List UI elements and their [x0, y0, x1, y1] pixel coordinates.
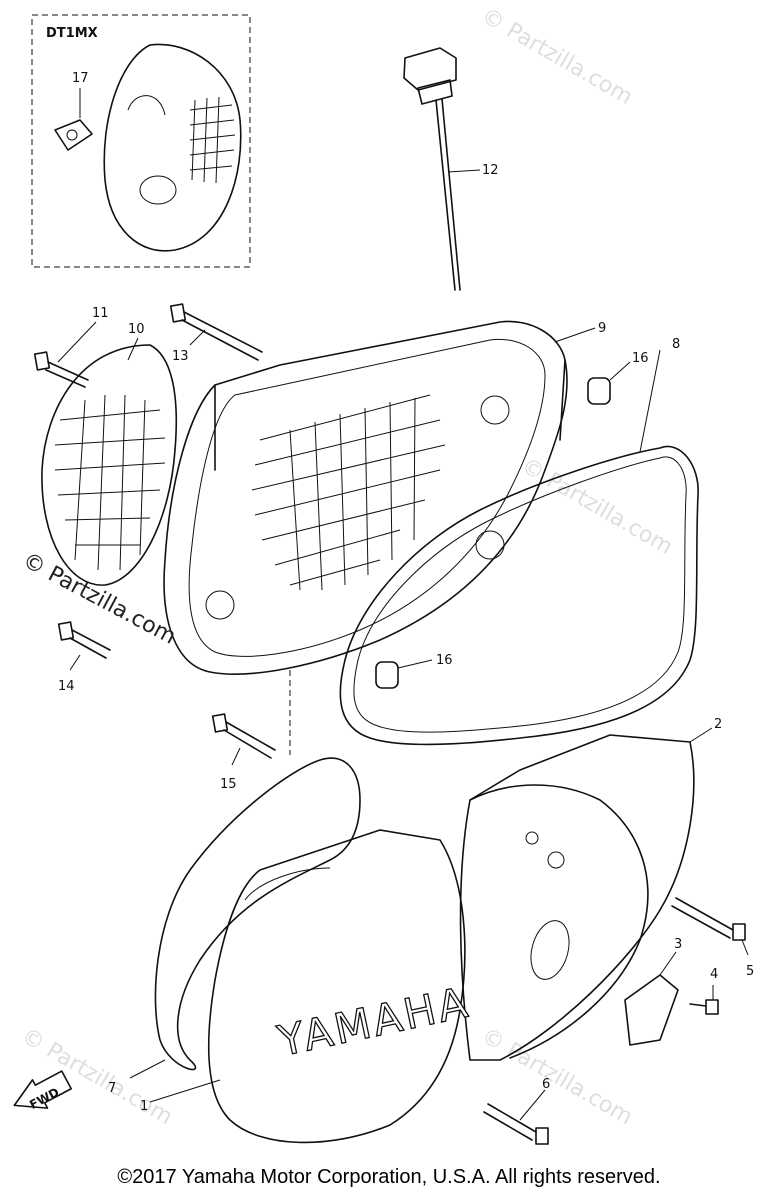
callout-15: 15 — [220, 777, 237, 792]
watermark-text: © Partzilla.com — [17, 1024, 177, 1131]
part-8-gasket: 8 — [339, 337, 699, 746]
part-2-magneto-cover: 2 — [459, 717, 722, 1061]
callout-16: 16 — [632, 351, 649, 366]
part-7-gasket: 7 — [108, 757, 361, 1096]
callout-9: 9 — [598, 321, 606, 336]
callout-11: 11 — [92, 306, 109, 321]
watermark-text: © Partzilla.com — [517, 454, 677, 561]
callout-6: 6 — [542, 1077, 550, 1092]
callout-2: 2 — [714, 717, 722, 732]
inset-border — [31, 14, 251, 268]
part-15-bolt: 15 — [211, 713, 276, 792]
forward-arrow-icon: FWD — [13, 1070, 72, 1112]
cover-brand: YAMAHA — [273, 977, 474, 1066]
part-11-bolt: 11 — [33, 306, 109, 388]
part-5-bolt: 5 — [671, 897, 754, 979]
callout-16: 16 — [436, 653, 453, 668]
part-9-crankcase-cover: 9 — [163, 320, 606, 755]
part-6-bolt: 6 — [483, 1077, 550, 1145]
callout-8: 8 — [672, 337, 680, 352]
watermark-group: © Partzilla.com © Partzilla.com © Partzi… — [17, 4, 677, 1131]
inset-cover-part — [103, 43, 242, 252]
callout-10: 10 — [128, 322, 145, 337]
callout-4: 4 — [710, 967, 718, 982]
copyright-notice: ©2017 Yamaha Motor Corporation, U.S.A. A… — [117, 1166, 661, 1188]
part-17-cap — [54, 119, 93, 151]
watermark-text: © Partzilla.com — [477, 1024, 637, 1131]
part-9-grid — [251, 394, 446, 591]
inset-grid — [189, 96, 236, 184]
callout-3: 3 — [674, 937, 682, 952]
callout-7: 7 — [108, 1081, 116, 1096]
part-3-cap: 3 — [624, 937, 682, 1046]
callout-14: 14 — [58, 679, 75, 694]
inset-label: DT1MX — [46, 26, 98, 41]
part-13-bolt: 13 — [169, 303, 263, 364]
callout-13: 13 — [172, 349, 189, 364]
callout-17: 17 — [72, 71, 89, 86]
part-14-bolt: 14 — [57, 621, 111, 694]
part-10-grille-cover: 10 — [41, 322, 178, 586]
part-16-dowel-upper: 16 — [587, 351, 649, 405]
part-12-oil-level-gauge: 12 — [403, 47, 499, 291]
part-1-clutch-cover: YAMAHA 1 — [140, 829, 475, 1144]
watermark-text: © Partzilla.com — [477, 4, 637, 111]
callout-1: 1 — [140, 1099, 148, 1114]
inset-dt1mx: DT1MX 17 — [31, 14, 251, 268]
callout-5: 5 — [746, 964, 754, 979]
callout-12: 12 — [482, 163, 499, 178]
part-16-dowel-lower: 16 — [375, 653, 453, 689]
part-4-screw: 4 — [689, 967, 719, 1015]
